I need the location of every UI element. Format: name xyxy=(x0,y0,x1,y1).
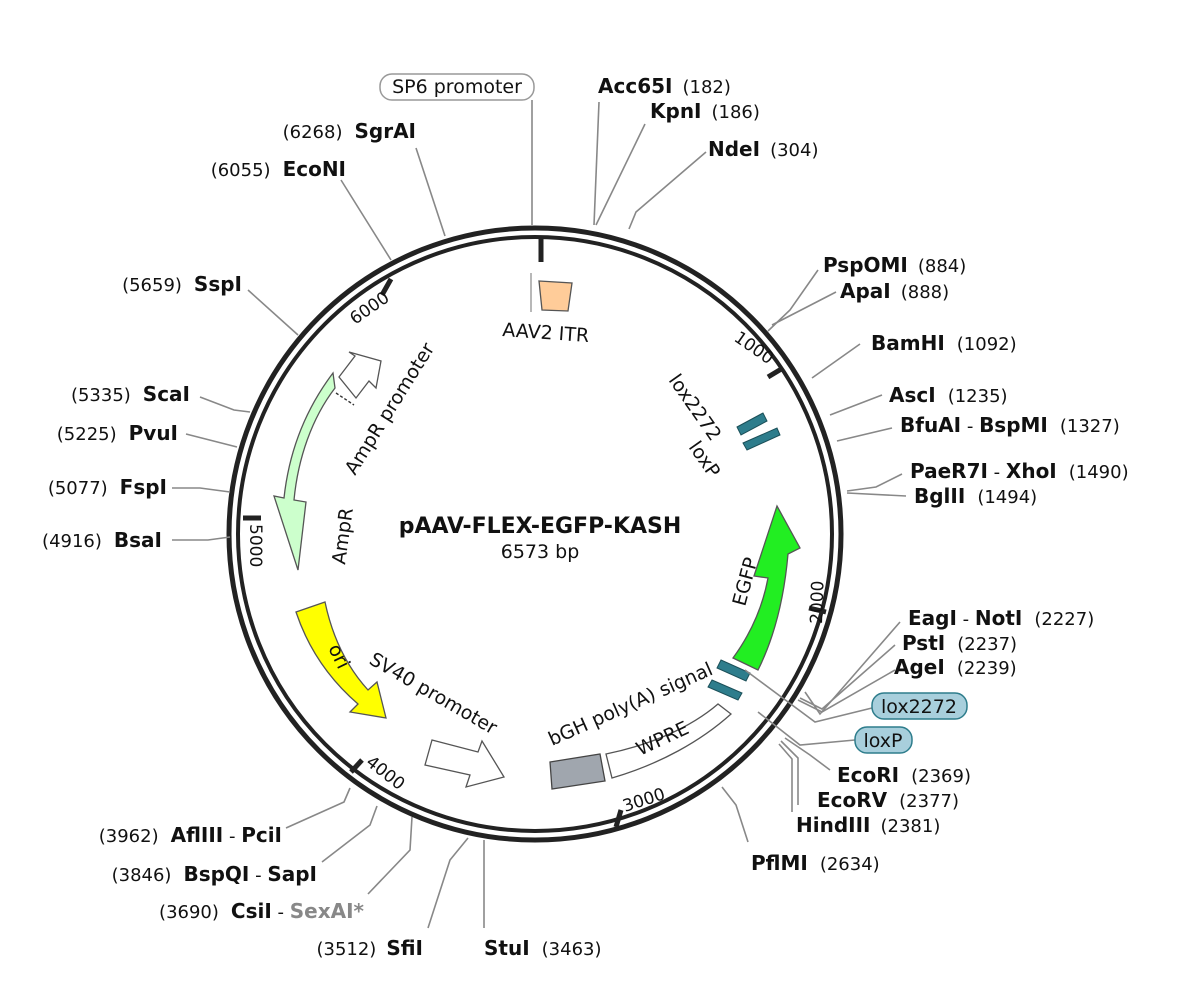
paer7i-leader xyxy=(846,473,903,492)
wpre-feature xyxy=(605,703,733,779)
sspi-leader xyxy=(247,289,299,336)
sp6-promoter-box xyxy=(379,73,535,101)
psti-leader xyxy=(799,644,896,710)
loxp-box-leader xyxy=(757,711,856,746)
site-asci: AscI(1235) xyxy=(889,383,1008,407)
lox2272-box-leader xyxy=(744,669,873,723)
site-pspomi: PspOMI(884) xyxy=(823,253,966,277)
tick-label-2000: 2000 xyxy=(807,580,828,624)
site-bsai: (4916)BsaI xyxy=(42,528,162,552)
pspomi-leader xyxy=(767,269,819,332)
site-agei: AgeI(2239) xyxy=(894,655,1017,679)
loxp-box xyxy=(854,726,913,754)
hindiii-leader xyxy=(778,743,793,812)
loxp-inner-label: loxP xyxy=(684,437,724,482)
bsai-leader xyxy=(172,536,231,541)
lox2272-inner-site xyxy=(736,412,768,436)
apai-leader xyxy=(771,291,837,326)
site-pvui: (5225)PvuI xyxy=(57,421,178,445)
site-pflmi: PflMI(2634) xyxy=(751,851,880,875)
aav2-itr-label: AAV2 ITR xyxy=(502,319,590,347)
site-ecorv: EcoRV(2377) xyxy=(817,788,959,812)
site-afliii-pcii: (3962)AflIII - PciI xyxy=(99,823,282,847)
acc65i-leader xyxy=(593,101,600,226)
site-sfii: (3512)SfiI xyxy=(316,936,423,960)
ecorv-leader xyxy=(780,740,799,805)
tick-2000 xyxy=(808,605,827,615)
site-fspi: (5077)FspI xyxy=(48,475,167,499)
sfii-leader xyxy=(427,837,469,929)
site-ndei: NdeI(304) xyxy=(708,137,818,161)
pflmi-leader xyxy=(721,786,749,843)
bfuai-leader xyxy=(836,427,893,442)
ampr-junction xyxy=(335,392,355,406)
loxp-inner-site xyxy=(742,427,781,451)
ampr-promoter-feature xyxy=(338,351,382,400)
tick-label-5000: 5000 xyxy=(245,524,265,567)
ampr-label: AmpR xyxy=(328,506,358,565)
kpni-leader xyxy=(595,123,646,226)
afliii-leader xyxy=(285,787,351,829)
loxp-box-label: loxP xyxy=(863,730,902,752)
fspi-leader xyxy=(172,487,231,493)
site-acc65i: Acc65I(182) xyxy=(598,74,731,98)
econi-leader xyxy=(340,179,392,261)
pvui-leader xyxy=(185,433,238,448)
site-bglii: BglII(1494) xyxy=(914,484,1037,508)
bglii-leader xyxy=(846,492,907,497)
site-sgrai: (6268)SgrAI xyxy=(283,119,416,143)
site-stui: StuI(3463) xyxy=(484,936,602,960)
site-hindiii: HindIII(2381) xyxy=(796,813,940,837)
site-kpni: KpnI(186) xyxy=(650,99,760,123)
backbone-inner-ring xyxy=(236,235,834,833)
sp6-promoter-label: SP6 promoter xyxy=(392,76,522,98)
sgrai-leader xyxy=(415,147,446,237)
tick-1000 xyxy=(766,365,785,380)
egfp-label: EGFP xyxy=(729,555,763,608)
scai-leader xyxy=(199,396,251,413)
loxp-lower-site xyxy=(707,679,743,701)
bamhi-leader xyxy=(811,343,861,379)
asci-leader xyxy=(829,394,883,416)
lox2272-inner-label: lox2272 xyxy=(664,370,726,445)
tick-label-6000: 6000 xyxy=(346,288,393,329)
site-bfuai-bspmi: BfuAI - BspMI(1327) xyxy=(900,413,1120,437)
site-ecori: EcoRI(2369) xyxy=(837,763,971,787)
agei-leader xyxy=(797,669,896,713)
tick-6000 xyxy=(379,277,394,297)
site-csii-sexai: (3690)CsiI - SexAI* xyxy=(159,899,364,923)
eagi-leader xyxy=(804,621,901,716)
plasmid-length: 6573 bp xyxy=(501,541,580,563)
bgh-polya-feature xyxy=(549,753,606,790)
sv40-promoter-label: SV40 promoter xyxy=(366,648,501,739)
tick-3000 xyxy=(613,809,624,828)
site-sspi: (5659)SspI xyxy=(122,272,242,296)
site-paer7i-xhoi: PaeR7I - XhoI(1490) xyxy=(910,459,1129,483)
lox2272-lower-site xyxy=(716,659,751,682)
plasmid-name: pAAV-FLEX-EGFP-KASH xyxy=(399,514,682,539)
site-bamhi: BamHI(1092) xyxy=(871,331,1017,355)
site-econi: (6055)EcoNI xyxy=(211,157,346,181)
ndei-leader xyxy=(628,151,707,230)
aav2-itr-feature xyxy=(538,280,573,312)
csii-leader xyxy=(367,816,413,895)
lox2272-box xyxy=(871,692,968,720)
backbone-outer-ring xyxy=(226,225,844,843)
egfp-feature xyxy=(732,504,801,671)
site-eagi-noti: EagI - NotI(2227) xyxy=(908,606,1094,630)
site-psti: PstI(2237) xyxy=(902,631,1017,655)
ampr-feature xyxy=(273,371,336,571)
bspqi-leader xyxy=(321,805,378,863)
sv40-promoter-feature xyxy=(424,739,506,788)
ecori-leader xyxy=(784,737,831,771)
site-apai: ApaI(888) xyxy=(840,279,949,303)
site-bspqi-sapi: (3846)BspQI - SapI xyxy=(112,862,317,886)
lox2272-box-label: lox2272 xyxy=(881,696,957,718)
ori-feature xyxy=(295,601,387,719)
tick-4000 xyxy=(349,758,364,774)
site-scai: (5335)ScaI xyxy=(71,382,190,406)
